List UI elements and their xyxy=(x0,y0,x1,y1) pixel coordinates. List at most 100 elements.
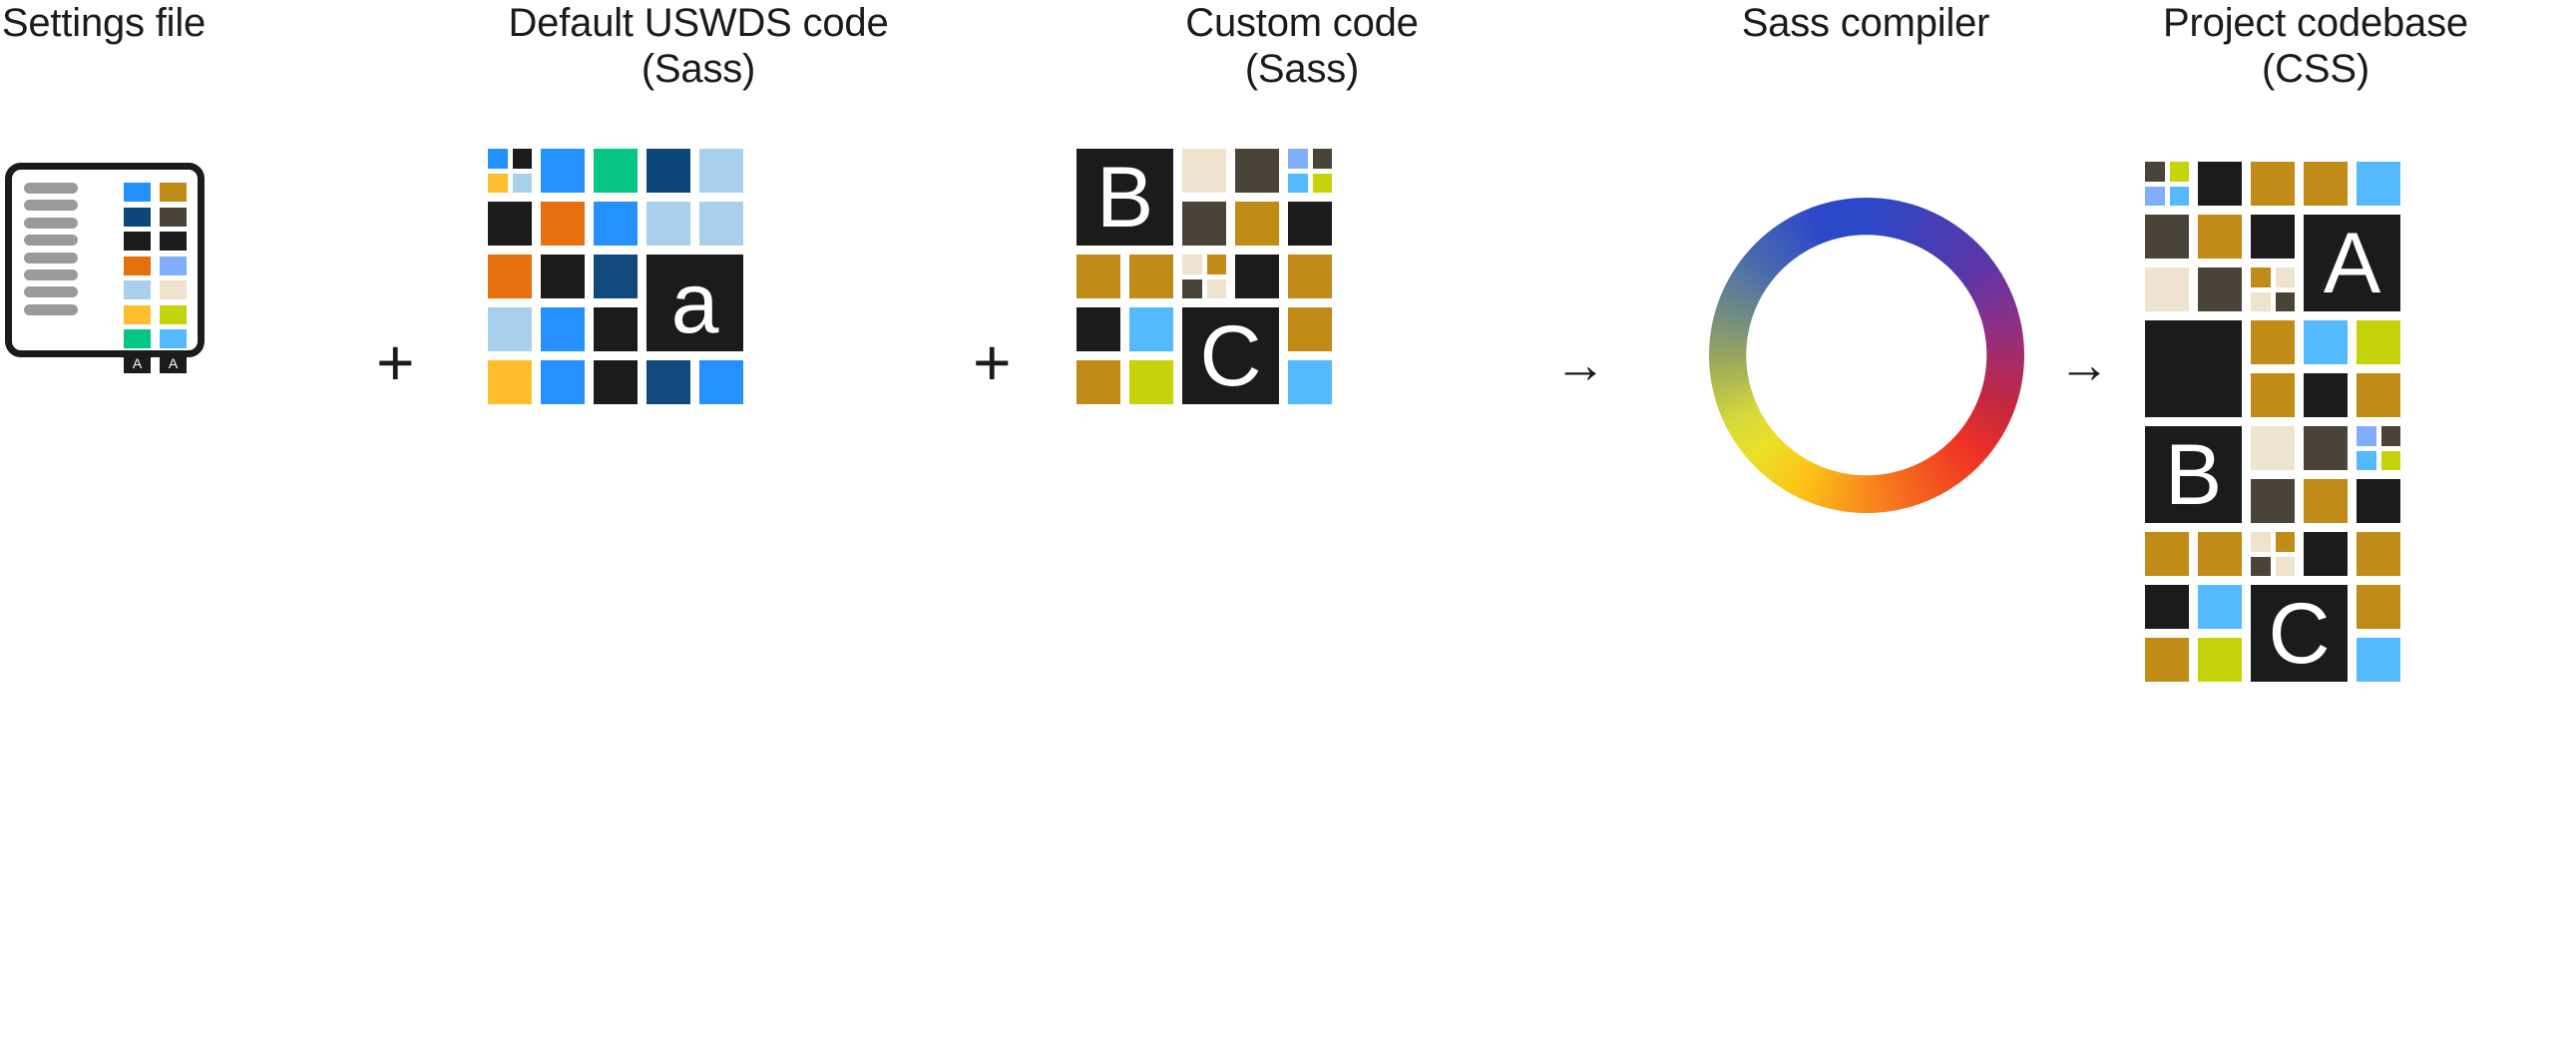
mosaic-tile xyxy=(1288,255,1332,298)
mosaic-tile xyxy=(2198,532,2242,576)
mosaic-letter: C xyxy=(1199,307,1262,404)
mosaic-tile xyxy=(2251,426,2295,470)
settings-row-placeholder xyxy=(24,217,78,229)
mosaic-tile xyxy=(488,360,532,404)
settings-row-placeholder xyxy=(24,235,78,247)
mosaic-tile xyxy=(541,202,585,246)
mosaic-tile xyxy=(2304,532,2348,576)
mosaic-quad-tile xyxy=(1288,149,1332,193)
mosaic-tile xyxy=(2145,215,2189,259)
mosaic-tile xyxy=(594,360,638,404)
mosaic-letter: B xyxy=(2164,426,2223,523)
settings-swatch xyxy=(160,183,187,202)
mosaic-tile xyxy=(2145,320,2242,417)
color-wheel-hole xyxy=(1746,235,1987,476)
column-heading-2: Default USWDS code (Sass) xyxy=(508,1,889,91)
column-heading-4: Sass compiler xyxy=(1741,1,1990,45)
mosaic-tile xyxy=(2357,638,2400,682)
mosaic-tile xyxy=(2357,373,2400,417)
settings-row-placeholder xyxy=(24,200,78,212)
mosaic-tile xyxy=(1129,360,1173,404)
mosaic-subtile xyxy=(2169,162,2189,182)
mosaic-tile xyxy=(2251,215,2295,259)
uswds-mosaic: a xyxy=(488,149,743,404)
mosaic-tile xyxy=(1288,360,1332,404)
mosaic-tile xyxy=(2251,479,2295,523)
color-wheel-icon xyxy=(1709,198,2024,513)
mosaic-tile xyxy=(1076,307,1120,351)
mosaic-tile xyxy=(2198,638,2242,682)
mosaic-subtile xyxy=(1312,173,1332,193)
mosaic-tile xyxy=(2198,267,2242,311)
mosaic-subtile xyxy=(2251,291,2271,311)
mosaic-tile xyxy=(2357,320,2400,364)
mosaic-subtile xyxy=(2145,162,2165,182)
mosaic-tile xyxy=(1129,255,1173,298)
mosaic-subtile xyxy=(488,149,508,169)
mosaic-letter: A xyxy=(2323,215,2381,311)
settings-swatch-letter: A xyxy=(124,353,151,373)
mosaic-letter-tile: B xyxy=(1076,149,1173,246)
mosaic-tile xyxy=(2304,320,2348,364)
settings-swatch-letter: A xyxy=(160,353,187,373)
mosaic-tile xyxy=(2198,162,2242,206)
mosaic-tile xyxy=(2145,585,2189,629)
mosaic-tile xyxy=(2304,426,2348,470)
mosaic-tile xyxy=(646,360,690,404)
mosaic-letter-tile: A xyxy=(2304,215,2400,311)
mosaic-letter: a xyxy=(670,255,719,351)
mosaic-tile xyxy=(1076,360,1120,404)
mosaic-tile xyxy=(699,149,743,193)
mosaic-subtile xyxy=(2357,450,2376,470)
mosaic-subtile xyxy=(1182,278,1202,298)
mosaic-tile xyxy=(2357,532,2400,576)
settings-swatch xyxy=(124,329,151,348)
mosaic-tile xyxy=(2145,638,2189,682)
mosaic-tile xyxy=(1129,307,1173,351)
mosaic-subtile xyxy=(2251,556,2271,576)
settings-swatch xyxy=(160,207,187,227)
mosaic-subtile xyxy=(512,173,532,193)
settings-row-placeholder xyxy=(24,183,78,194)
settings-swatch xyxy=(124,304,151,324)
mosaic-tile xyxy=(1235,202,1279,246)
mosaic-subtile xyxy=(2275,267,2295,287)
mosaic-tile xyxy=(488,202,532,246)
mosaic-tile xyxy=(1288,307,1332,351)
mosaic-subtile xyxy=(2380,426,2400,446)
mosaic-subtile xyxy=(1288,149,1308,169)
mosaic-subtile xyxy=(2145,186,2165,206)
mosaic-tile xyxy=(541,307,585,351)
mosaic-subtile xyxy=(2357,426,2376,446)
mosaic-tile xyxy=(2251,320,2295,364)
mosaic-tile xyxy=(1288,202,1332,246)
mosaic-tile xyxy=(594,202,638,246)
plus-2-icon: + xyxy=(973,325,1012,399)
mosaic-tile xyxy=(1182,149,1226,193)
mosaic-tile xyxy=(2304,479,2348,523)
mosaic-subtile xyxy=(2275,556,2295,576)
arrow-1-icon: → xyxy=(1554,336,1606,394)
mosaic-tile xyxy=(2357,479,2400,523)
mosaic-subtile xyxy=(2251,267,2271,287)
mosaic-tile xyxy=(1076,255,1120,298)
mosaic-tile xyxy=(488,255,532,298)
mosaic-quad-tile xyxy=(2251,267,2295,311)
settings-swatch xyxy=(124,232,151,251)
mosaic-subtile xyxy=(1312,149,1332,169)
mosaic-tile xyxy=(1235,149,1279,193)
mosaic-subtile xyxy=(1182,255,1202,274)
mosaic-tile xyxy=(541,255,585,298)
mosaic-subtile xyxy=(488,173,508,193)
mosaic-tile xyxy=(2145,267,2189,311)
mosaic-letter: B xyxy=(1095,149,1154,246)
mosaic-tile xyxy=(1182,202,1226,246)
mosaic-tile xyxy=(1235,255,1279,298)
settings-swatch xyxy=(124,207,151,227)
column-heading-3: Custom code (Sass) xyxy=(1185,1,1419,91)
mosaic-quad-tile xyxy=(1182,255,1226,298)
mosaic-subtile xyxy=(512,149,532,169)
